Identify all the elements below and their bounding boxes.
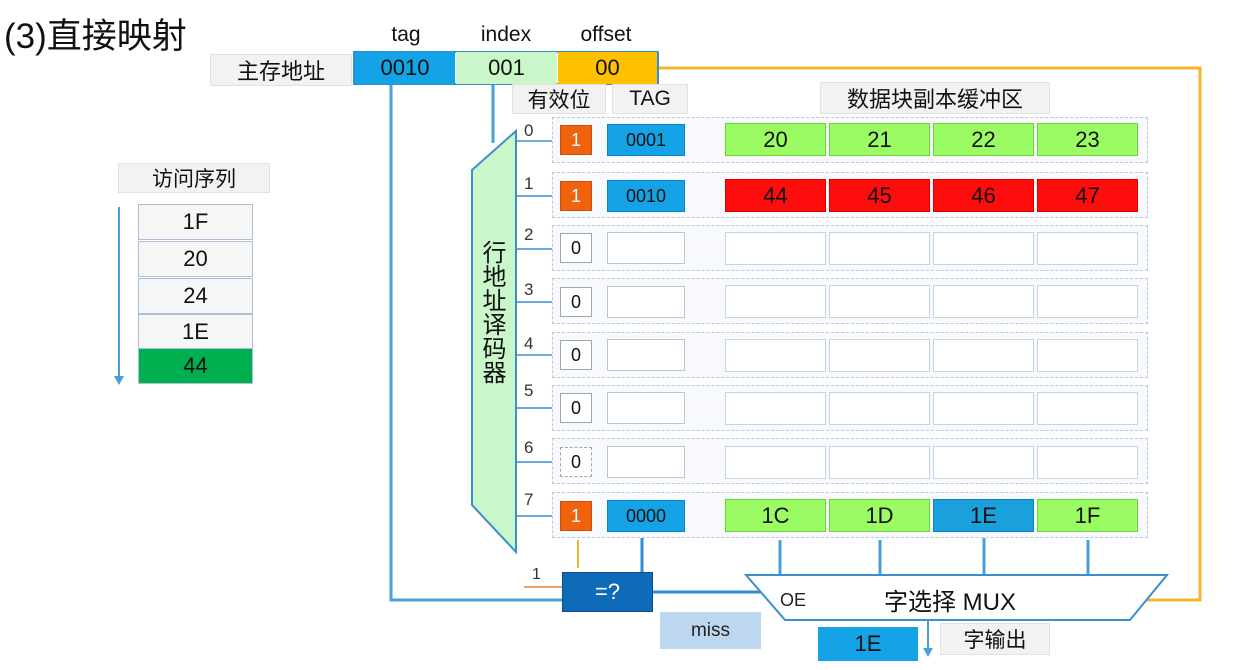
line-tag <box>607 446 685 478</box>
tag-header: TAG <box>612 84 688 114</box>
data-word <box>1037 392 1138 425</box>
data-word <box>829 232 930 265</box>
data-word: 20 <box>725 123 826 156</box>
valid-bit: 1 <box>560 181 592 211</box>
mux-oe-label: OE <box>780 590 807 610</box>
data-word <box>725 232 826 265</box>
line-number: 5 <box>524 381 534 400</box>
data-word: 22 <box>933 123 1034 156</box>
valid-bit: 0 <box>560 447 592 477</box>
word-output-value: 1E <box>818 627 918 661</box>
sequence-item-current: 44 <box>138 348 253 384</box>
address-tag-cell: 0010 <box>355 52 455 84</box>
sequence-item: 24 <box>138 278 253 314</box>
line-number: 2 <box>524 225 534 244</box>
data-word: 47 <box>1037 179 1138 212</box>
tag-wire <box>389 84 562 602</box>
data-word: 45 <box>829 179 930 212</box>
data-word: 23 <box>1037 123 1138 156</box>
page-title: (3)直接映射 <box>4 17 187 56</box>
line-number: 0 <box>524 121 534 140</box>
data-word <box>933 392 1034 425</box>
tag-comparator: =? <box>562 572 653 612</box>
data-word: 1C <box>725 499 826 532</box>
line-number: 4 <box>524 334 534 353</box>
data-word: 44 <box>725 179 826 212</box>
address-field-tag-label-text: tag <box>391 23 421 46</box>
line-number: 7 <box>524 490 534 509</box>
line-tag <box>607 392 685 424</box>
access-sequence-label: 访问序列 <box>118 163 270 193</box>
data-word <box>933 285 1034 318</box>
line-tag: 0010 <box>607 180 685 212</box>
address-offset-cell: 00 <box>558 52 657 84</box>
line-number: 1 <box>524 174 534 193</box>
data-word <box>725 392 826 425</box>
data-word <box>1037 339 1138 372</box>
line-number: 3 <box>524 280 534 299</box>
data-word <box>725 339 826 372</box>
line-tag <box>607 339 685 371</box>
valid-bit: 0 <box>560 287 592 317</box>
data-block-buffer-header: 数据块副本缓冲区 <box>820 82 1050 114</box>
valid-bit: 1 <box>560 501 592 531</box>
data-word: 1D <box>829 499 930 532</box>
word-output-label: 字输出 <box>940 623 1050 655</box>
valid-bit: 1 <box>560 125 592 155</box>
data-word <box>1037 285 1138 318</box>
line-tag: 0000 <box>607 500 685 532</box>
data-word <box>725 285 826 318</box>
row-decoder-shape <box>471 128 517 555</box>
row-address-decoder-label: 行地址译码器 <box>478 240 505 384</box>
comparator-input-label: 1 <box>532 566 541 583</box>
data-word <box>933 446 1034 479</box>
data-word <box>1037 446 1138 479</box>
offset-wire <box>658 66 1202 602</box>
data-word <box>933 339 1034 372</box>
line-tag: 0001 <box>607 124 685 156</box>
valid-bit-header: 有效位 <box>512 84 606 114</box>
selected-data-word: 1E <box>933 499 1034 532</box>
line-tag <box>607 232 685 264</box>
data-word: 1F <box>1037 499 1138 532</box>
data-word: 21 <box>829 123 930 156</box>
valid-bit: 0 <box>560 233 592 263</box>
data-word <box>829 446 930 479</box>
word-select-mux-shape <box>743 574 1170 621</box>
address-field-index-label: index <box>480 23 532 46</box>
miss-indicator: miss <box>660 612 761 649</box>
data-word <box>933 232 1034 265</box>
data-word <box>1037 232 1138 265</box>
valid-bit: 0 <box>560 340 592 370</box>
address-field-offset-label: offset <box>580 23 632 46</box>
sequence-item: 1E <box>138 314 253 350</box>
line-tag <box>607 286 685 318</box>
sequence-item: 20 <box>138 241 253 277</box>
data-word <box>829 339 930 372</box>
sequence-item: 1F <box>138 204 253 240</box>
data-word <box>829 392 930 425</box>
valid-bit: 0 <box>560 393 592 423</box>
word-select-mux-label: 字选择 MUX <box>884 588 1016 616</box>
line-number: 6 <box>524 438 534 457</box>
data-word <box>725 446 826 479</box>
address-index-cell: 001 <box>456 52 557 84</box>
main-memory-address-label: 主存地址 <box>210 54 352 86</box>
data-word: 46 <box>933 179 1034 212</box>
data-word <box>829 285 930 318</box>
